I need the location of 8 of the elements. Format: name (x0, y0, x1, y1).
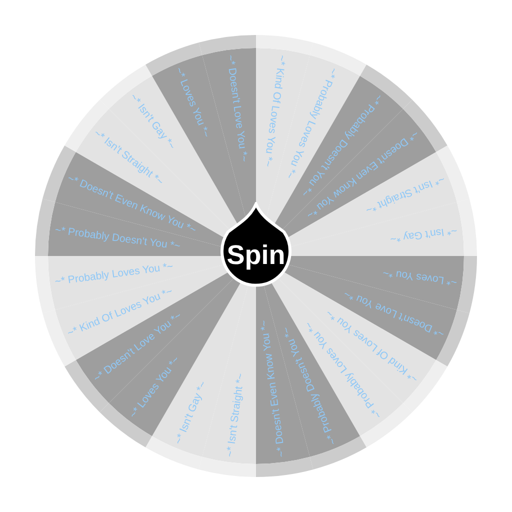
slice-label: ~* Kind Of Loves You *~ (260, 54, 290, 168)
slice-label: ~* Loves You *~ (382, 266, 458, 290)
slice-label: ~* Isn't Gay *~ (390, 222, 458, 246)
slice-label: ~* Loves You *~ (172, 66, 214, 140)
slice-label: ~* Isn't Straight *~ (222, 372, 248, 458)
slice-label: ~* Isn't Gay *~ (172, 378, 211, 446)
slice-label: ~* Doesn't Love You *~ (222, 54, 250, 162)
slice-label: ~* Probably Loves You *~ (54, 260, 174, 290)
